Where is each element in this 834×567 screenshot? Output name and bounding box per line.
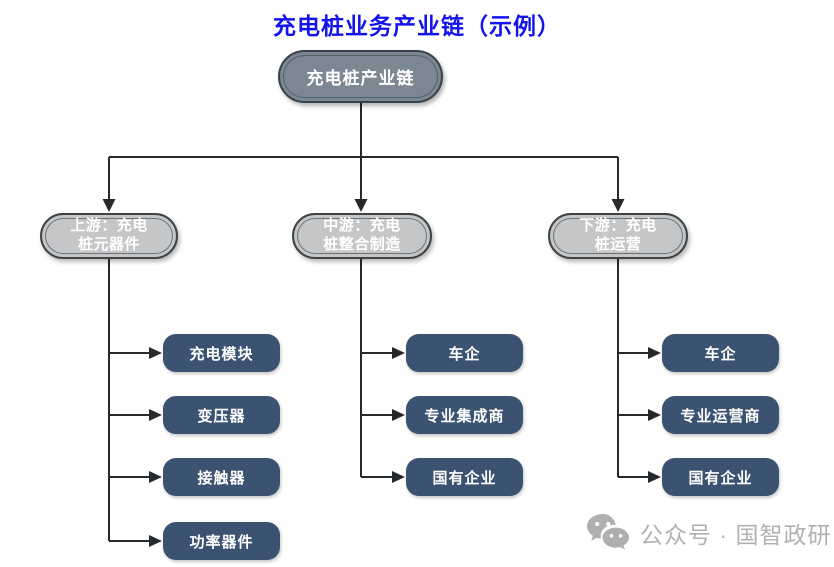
node-leaf-downstream-2: 国有企业 [662, 458, 779, 496]
tier-label-line: 下游：充电 [579, 218, 657, 235]
node-leaf-midstream-2: 国有企业 [406, 458, 523, 496]
node-tier-downstream: 下游：充电 桩运营 [548, 213, 688, 259]
connector-lines [108, 103, 649, 542]
node-root-label: 充电桩产业链 [306, 69, 415, 88]
tier-label-line: 桩整合制造 [323, 237, 401, 253]
node-leaf-downstream-1: 专业运营商 [662, 396, 779, 434]
connector-arrowheads [102, 199, 661, 547]
watermark-text: 公众号 · 国智政研 [640, 522, 832, 548]
node-tier-upstream: 上游：充电 桩元器件 [40, 213, 178, 259]
node-leaf-upstream-3: 功率器件 [163, 522, 280, 560]
node-leaf-midstream-0: 车企 [406, 334, 523, 372]
node-root: 充电桩产业链 [278, 50, 443, 103]
tier-label-line: 桩元器件 [77, 237, 140, 253]
node-leaf-upstream-0: 充电模块 [163, 334, 280, 372]
node-tier-midstream: 中游：充电 桩整合制造 [292, 213, 432, 259]
node-leaf-downstream-0: 车企 [662, 334, 779, 372]
wechat-icon [587, 514, 629, 550]
tier-label-line: 上游：充电 [70, 218, 148, 235]
tier-label-line: 中游：充电 [323, 218, 401, 235]
watermark: 公众号 · 国智政研 [585, 513, 831, 553]
diagram-title: 充电桩业务产业链（示例） [273, 14, 561, 39]
node-leaf-midstream-1: 专业集成商 [406, 396, 523, 434]
tier-label-line: 桩运营 [594, 237, 642, 253]
node-leaf-upstream-2: 接触器 [163, 458, 280, 496]
node-leaf-upstream-1: 变压器 [163, 396, 280, 434]
